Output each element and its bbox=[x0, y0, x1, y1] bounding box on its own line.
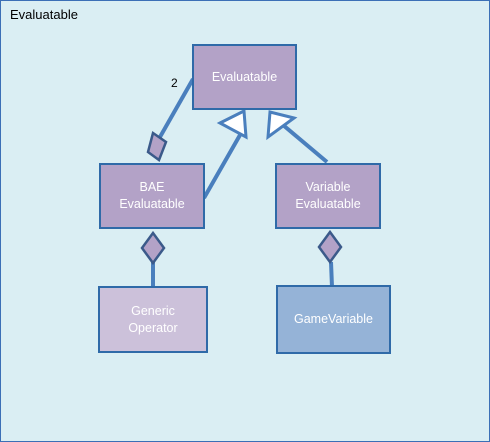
bae-inheritance-arrow bbox=[216, 108, 248, 140]
multiplicity-label: 2 bbox=[171, 76, 178, 90]
frame-title: Evaluatable bbox=[10, 7, 78, 22]
variable-inheritance-line bbox=[281, 123, 329, 164]
node-variable-evaluatable[interactable]: Variable Evaluatable bbox=[275, 163, 381, 229]
bae-composition-line bbox=[154, 78, 195, 145]
variable-inheritance-arrow bbox=[266, 110, 298, 141]
generic-composition-diamond bbox=[140, 230, 166, 266]
bae-composition-diamond bbox=[146, 130, 168, 162]
node-evaluatable[interactable]: Evaluatable bbox=[192, 44, 297, 110]
node-generic-operator[interactable]: Generic Operator bbox=[98, 286, 208, 353]
gamevariable-composition-diamond bbox=[317, 229, 343, 265]
gamevariable-composition-line bbox=[329, 261, 334, 288]
node-gamevariable[interactable]: GameVariable bbox=[276, 285, 391, 354]
bae-inheritance-line bbox=[202, 134, 242, 199]
node-bae-evaluatable[interactable]: BAE Evaluatable bbox=[99, 163, 205, 229]
